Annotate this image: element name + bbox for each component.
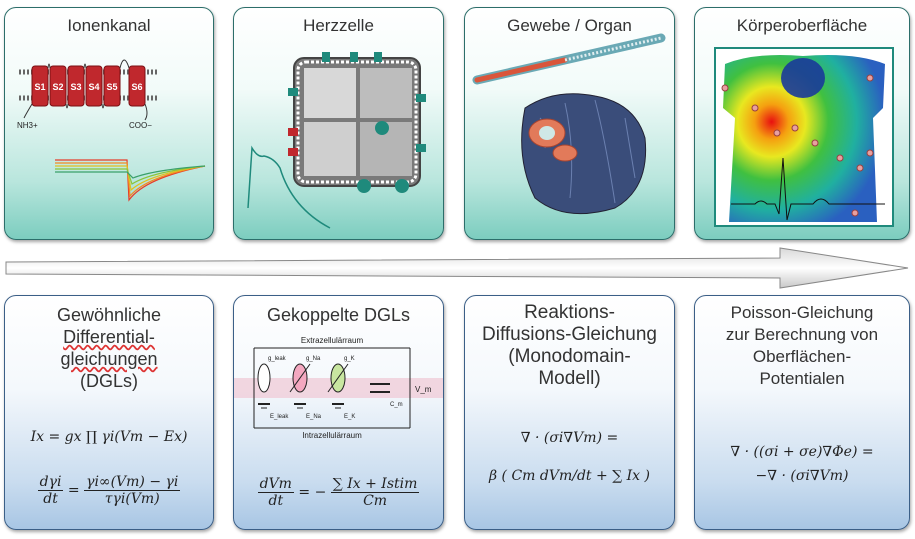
current-equation: Ix = gx ∏ γi(Vm − Ex) [30, 429, 188, 445]
monodomain-equation-lhs: ∇ · (σi∇Vm) = [520, 430, 619, 446]
title-line: gleichungen [60, 349, 158, 369]
segment-label-s4: S4 [88, 82, 99, 92]
tissue-strand [472, 33, 666, 85]
vm-label: V_m [415, 385, 432, 394]
segment-label-s1: S1 [34, 82, 45, 92]
rhs-numerator: γi∞(Vm) − γi [84, 474, 181, 491]
capacitor [370, 383, 390, 393]
title-line: Gewöhnliche [56, 305, 162, 325]
poisson-equation-rhs: −∇ · (σi∇Vm) [755, 468, 849, 484]
segment-label-s6: S6 [131, 82, 142, 92]
rhs-numerator: ∑ Ix + Istim [330, 476, 420, 493]
panel-title: Gewebe / Organ [507, 16, 632, 35]
panel-poisson: Poisson-Gleichung zur Berechnung von Obe… [694, 295, 910, 530]
panel-ion-channel: Ionenkanal S1 S2 S3 S4 S5 S6 NH3+ COO− [4, 7, 214, 240]
title-line: zur Berechnung von [725, 325, 879, 344]
segment-s4 [85, 65, 103, 107]
title-line: (DGLs) [80, 371, 138, 391]
panel-title: Gewöhnliche Differential- gleichungen (D… [5, 304, 213, 392]
panel-title: Poisson-Gleichung zur Berechnung von Obe… [695, 302, 909, 390]
rhs-denominator: Cm [363, 493, 388, 509]
heart-model [521, 93, 647, 215]
g-k-label: g_K [344, 356, 355, 362]
panel-title: Ionenkanal [67, 16, 151, 35]
panel-reaction-diffusion: Reaktions- Diffusions-Gleichung (Monodom… [464, 295, 675, 530]
e-k-label: E_K [344, 414, 355, 420]
panel-body-surface: Körperoberfläche [694, 7, 910, 240]
g-na-label: g_Na [306, 356, 321, 362]
title-line: Diffusions-Gleichung [482, 324, 657, 345]
lhs-denominator: dt [43, 491, 58, 507]
heart-cell-illustration [247, 52, 426, 229]
tissue-organ-illustration [472, 33, 666, 215]
segment-s2 [49, 65, 67, 107]
panel-tissue-organ: Gewebe / Organ [464, 7, 675, 240]
segment-s3 [67, 65, 85, 107]
monodomain-equation-rhs: β ( Cm dVm/dt + ∑ Ix ) [489, 468, 650, 484]
segment-s1 [31, 65, 49, 107]
ecg-trace [731, 157, 885, 221]
intracellular-label: Intrazellulärraum [302, 431, 362, 440]
electrodes [721, 74, 874, 217]
sodium-branch [289, 363, 311, 409]
segment-s5 [103, 65, 121, 107]
channel-segments [23, 59, 148, 121]
segment-label-s5: S5 [106, 82, 117, 92]
e-na-label: E_Na [306, 414, 322, 420]
segment-label-s2: S2 [52, 82, 63, 92]
segment-label-s3: S3 [70, 82, 81, 92]
title-line: Oberflächen- [752, 347, 852, 366]
leak-branch [257, 363, 271, 409]
action-potential-trace [247, 145, 331, 229]
title-line: Potentialen [759, 369, 845, 388]
ion-channel-illustration: S1 S2 S3 S4 S5 S6 NH3+ COO− [17, 59, 206, 202]
lhs-numerator: dVm [257, 476, 294, 493]
rhs-denominator: τγi(Vm) [104, 491, 160, 507]
title-line: (Monodomain- [508, 346, 631, 367]
panel-title: Reaktions- Diffusions-Gleichung (Monodom… [465, 302, 674, 390]
lhs-numerator: dγi [37, 474, 64, 491]
title-line: Poisson-Gleichung [730, 303, 874, 322]
panel-coupled-odes: Gekoppelte DGLs Extrazellulärraum Intraz… [233, 295, 444, 530]
panel-ode: Gewöhnliche Differential- gleichungen (D… [4, 295, 214, 530]
current-traces [55, 159, 206, 202]
poisson-equation-lhs: ∇ · ((σi + σe)∇Φe) = [730, 444, 874, 460]
progression-arrow [5, 247, 909, 289]
segment-s6 [128, 65, 146, 107]
c-terminus-label: COO− [129, 121, 152, 130]
e-leak-label: E_leak [270, 414, 289, 420]
title-line: Differential- [63, 327, 155, 347]
panel-heart-cell: Herzzelle [233, 7, 444, 240]
n-terminus-label: NH3+ [17, 121, 38, 130]
panel-title: Körperoberfläche [736, 16, 868, 35]
lhs-denominator: dt [268, 493, 284, 509]
cm-label: C_m [390, 402, 403, 408]
body-surface-illustration [714, 47, 894, 227]
title-line: Reaktions- [524, 302, 615, 323]
extracellular-label: Extrazellulärraum [301, 336, 364, 345]
g-leak-label: g_leak [268, 356, 287, 362]
panel-title: Herzzelle [303, 16, 374, 35]
title-line: Modell) [538, 368, 601, 389]
panel-title: Gekoppelte DGLs [266, 305, 411, 325]
potassium-branch [327, 363, 349, 409]
membrane-circuit: Extrazellulärraum Intrazellulärraum [234, 336, 443, 440]
